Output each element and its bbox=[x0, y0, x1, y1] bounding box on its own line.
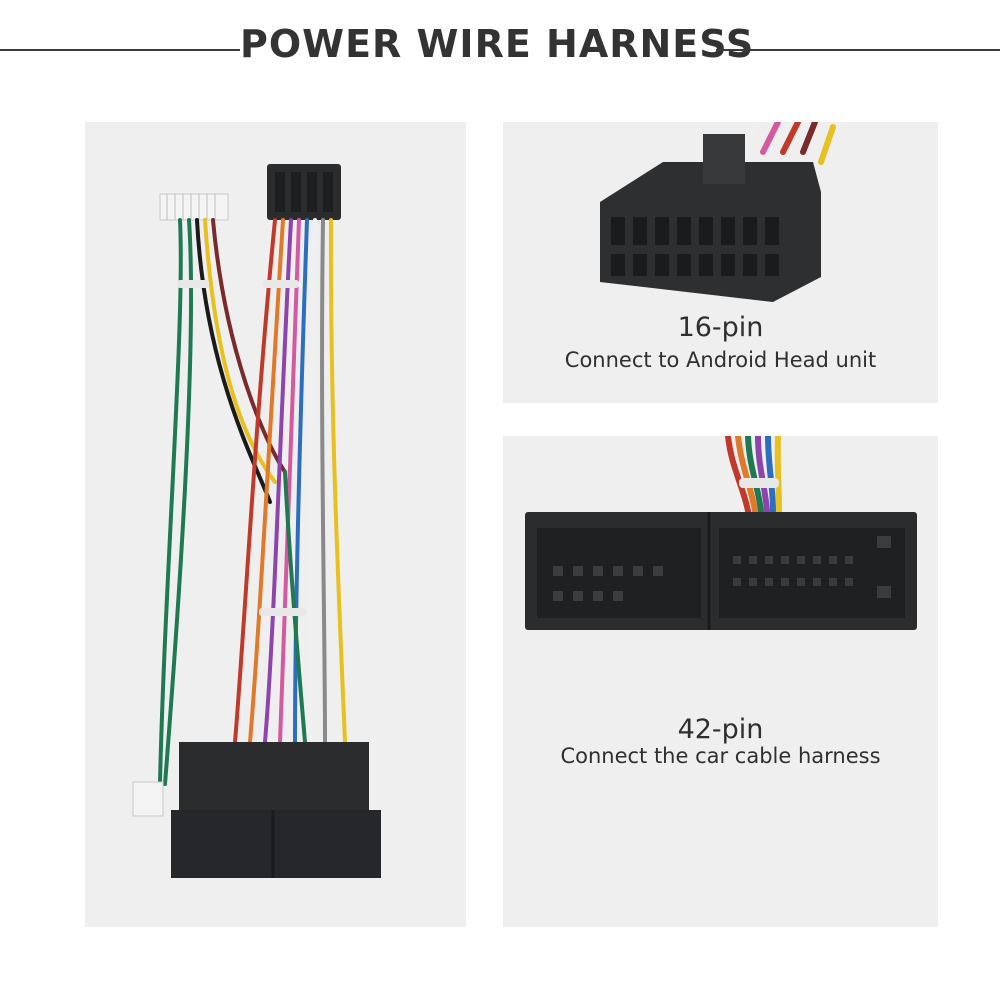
pin16-count-label: 16-pin bbox=[677, 312, 764, 343]
pin16-description: Connect to Android Head unit bbox=[564, 348, 877, 372]
white-plug-connector bbox=[132, 781, 164, 817]
wire-harness-illustration bbox=[132, 164, 381, 878]
pin42-count-label: 42-pin bbox=[677, 714, 764, 745]
zip-tie bbox=[177, 280, 209, 288]
connector-42pin-body bbox=[179, 742, 369, 810]
zip-tie bbox=[739, 478, 779, 488]
header-rule-left bbox=[0, 49, 240, 51]
connector-16pin-illustration bbox=[600, 122, 836, 302]
white-plug-connector bbox=[159, 193, 229, 221]
zip-tie bbox=[263, 280, 299, 288]
harness-photo-panel bbox=[85, 122, 466, 927]
pin42-description: Connect the car cable harness bbox=[560, 744, 881, 768]
zip-tie bbox=[259, 608, 307, 616]
connector-42pin-panel: 42-pin Connect the car cable harness bbox=[503, 436, 938, 927]
page-title: POWER WIRE HARNESS bbox=[240, 22, 755, 66]
connector-42pin-illustration bbox=[525, 436, 917, 630]
connector-16pin-body bbox=[267, 164, 341, 220]
connector-16pin-panel: 16-pin Connect to Android Head unit bbox=[503, 122, 938, 403]
header-rule-right bbox=[716, 49, 1000, 51]
